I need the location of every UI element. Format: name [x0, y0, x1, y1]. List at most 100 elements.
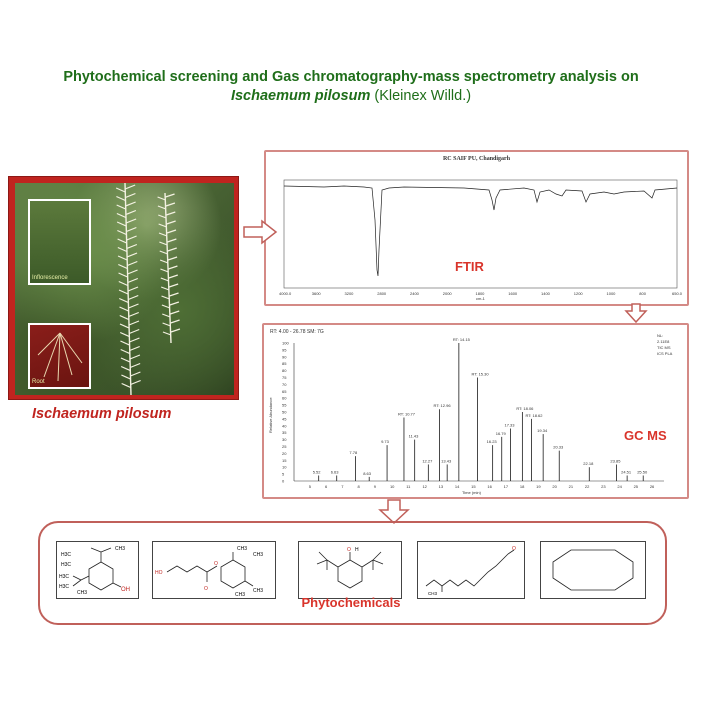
spikelet [127, 269, 138, 275]
ftir-x-tick: 1200 [574, 291, 584, 296]
gcms-peak-label: RT: 14.15 [453, 337, 471, 342]
mol4-label-0: CH3 [428, 591, 437, 596]
mol4-label-1: O [512, 546, 516, 552]
gcms-peak-label: RT: 18.62 [525, 413, 543, 418]
spikelet [121, 374, 131, 380]
spikelet [117, 255, 128, 261]
spikelet [157, 196, 166, 201]
ftir-x-tick: 1000 [607, 291, 617, 296]
ftir-x-tick: 1800 [476, 291, 486, 296]
gcms-y-tick: 0 [282, 479, 285, 484]
species-label: Ischaemum pilosum [32, 406, 172, 422]
ftir-header: RC SAIF PU, Chandigarh [442, 156, 511, 162]
gcms-y-tick: 90 [282, 354, 287, 359]
spikelet [128, 303, 139, 309]
inflorescence-label: Inflorescence [32, 275, 68, 281]
molecule-1-structure: H3C CH3 H3C H3C CH3 H3C OH [59, 546, 130, 596]
molecule-2: HO O O CH3 CH3 CH3 CH3 [152, 541, 276, 599]
spikelet [120, 340, 130, 346]
gcms-peak-label: 24.51 [621, 469, 632, 474]
root-label: Root [32, 379, 45, 385]
gcms-header-right-line: 2.11E8 [657, 339, 670, 344]
spikelet [118, 289, 129, 295]
spikelet [117, 246, 128, 253]
spikelet [160, 268, 169, 273]
spikelet [119, 306, 129, 312]
spikelet [125, 201, 136, 207]
root-illustration [37, 332, 83, 382]
molecule-4: CH3 O [417, 541, 525, 599]
ftir-label: FTIR [455, 259, 484, 274]
gcms-y-tick: 40 [282, 423, 287, 428]
gcms-y-tick: 55 [282, 403, 287, 408]
spikelet [119, 323, 130, 329]
gcms-peak-label: 16.79 [496, 431, 507, 436]
arrow-photo-to-ftir [243, 219, 278, 245]
gcms-x-tick: 26 [650, 484, 655, 489]
inflorescence-inset: Inflorescence [28, 199, 91, 285]
spikelet [169, 301, 180, 306]
gcms-x-tick: 25 [634, 484, 639, 489]
gcms-y-tick: 45 [282, 416, 287, 421]
gcms-y-tick: 60 [282, 396, 287, 401]
spikelet [129, 354, 141, 360]
spikelet [128, 328, 140, 335]
spikelet [168, 283, 179, 288]
ftir-panel [264, 150, 689, 306]
spikelet [121, 382, 131, 389]
gcms-peak-label: 17.33 [505, 423, 516, 428]
spikelet [158, 214, 167, 219]
spikelet [162, 313, 171, 318]
gcms-x-tick: 13 [439, 484, 444, 489]
spikelet [129, 337, 140, 343]
gcms-x-tick: 14 [455, 484, 460, 489]
gcms-y-tick: 50 [282, 410, 287, 415]
mol2-label-6: CH3 [235, 592, 245, 598]
spikelet [116, 195, 126, 202]
gcms-peak-label: 22.18 [583, 461, 594, 466]
gcms-x-tick: 15 [471, 484, 476, 489]
spikelet [120, 357, 131, 363]
mol2-label-4: CH3 [253, 552, 263, 558]
spikelet [165, 193, 175, 198]
plant-photo-frame: Inflorescence Root [8, 176, 239, 400]
molecule-5-structure [552, 549, 634, 591]
spikelet [159, 241, 168, 246]
spikelet [119, 314, 129, 321]
gcms-peak-label: RT: 12.96 [434, 403, 452, 408]
spikelet [128, 311, 139, 318]
molecule-3: O H [298, 541, 402, 599]
gcms-y-tick: 10 [282, 465, 287, 470]
mol2-label-3: CH3 [237, 546, 247, 552]
phytochemicals-panel: H3C CH3 H3C H3C CH3 H3C OH HO O O CH3 CH… [38, 521, 667, 625]
spikelet [162, 331, 172, 336]
spikelet [126, 226, 137, 233]
spikelet [117, 238, 127, 244]
gcms-peak-label: RT: 15.30 [472, 372, 490, 377]
ftir-x-tick: 3200 [345, 291, 355, 296]
gcms-x-tick: 24 [617, 484, 622, 489]
gcms-x-tick: 21 [569, 484, 574, 489]
spikelet [158, 232, 168, 237]
mol1-label-5: H3C [59, 584, 69, 590]
spikelet [166, 211, 176, 216]
gcms-x-tick: 7 [341, 484, 344, 489]
spikelet [170, 319, 180, 324]
gcms-x-tick: 22 [585, 484, 590, 489]
gcms-x-tick: 5 [309, 484, 312, 489]
gcms-y-tick: 30 [282, 437, 287, 442]
spikelet [167, 247, 177, 252]
plant-spike-illustration [115, 183, 181, 395]
spikelet [170, 310, 180, 315]
gcms-x-tick: 17 [504, 484, 509, 489]
spikelet [116, 221, 127, 227]
gcms-panel [262, 323, 689, 499]
spikelet [168, 274, 178, 279]
gcms-x-tick: 11 [406, 484, 411, 489]
gcms-peak-label: RT: 10.77 [398, 412, 416, 417]
spikelet [168, 265, 178, 270]
spikelet [159, 250, 168, 255]
gcms-peak-label: 11.43 [409, 434, 419, 439]
arrow-ftir-to-gcms [624, 303, 648, 324]
